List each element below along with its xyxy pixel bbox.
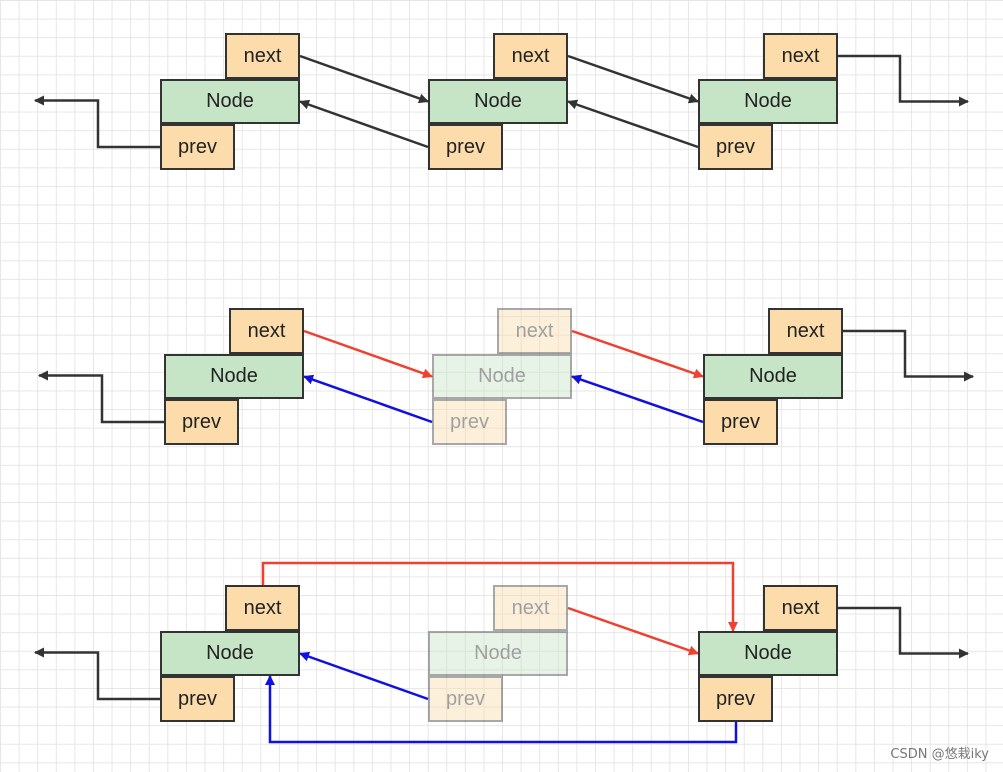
next-pointer-box: next [225,585,300,631]
boundary-arrow-left [34,95,160,149]
node-box: Node [698,631,838,676]
next-pointer-box: next [229,308,304,354]
next-link-arrow [303,329,433,379]
next-pointer-box: next [493,33,568,79]
next-pointer-box: next [763,585,838,631]
boundary-arrow-right [838,54,969,107]
node-box: Node [160,79,300,124]
prev-pointer-box: prev [703,399,778,445]
next-link-arrow [299,54,429,104]
node-box: Node [428,631,568,676]
prev-pointer-box: prev [164,399,239,445]
node-box: Node [428,79,568,124]
prev-link-arrow [303,374,433,424]
prev-link-arrow [571,374,704,424]
next-pointer-box: next [763,33,838,79]
next-link-arrow [567,606,699,656]
node-box: Node [160,631,300,676]
node-box: Node [698,79,838,124]
prev-link-arrow [567,99,699,149]
boundary-arrow-left [34,647,160,701]
prev-link-arrow [299,651,429,701]
node-box: Node [432,354,572,399]
next-pointer-box: next [225,33,300,79]
boundary-arrow-right [838,606,969,659]
prev-pointer-box: prev [428,124,503,170]
prev-pointer-box: prev [160,676,235,722]
prev-pointer-box: prev [698,124,773,170]
next-link-arrow [571,329,704,379]
prev-pointer-box: prev [428,676,503,722]
boundary-arrow-left [38,370,164,424]
next-pointer-box: next [497,308,572,354]
node-box: Node [703,354,843,399]
next-pointer-box: next [493,585,568,631]
prev-pointer-box: prev [432,399,507,445]
next-link-arrow [567,54,699,104]
watermark: CSDN @悠栽iky [890,747,989,762]
prev-pointer-box: prev [698,676,773,722]
prev-link-arrow [299,99,429,149]
bypass-next-arrow [261,561,738,632]
bypass-prev-arrow [265,675,738,744]
next-pointer-box: next [768,308,843,354]
node-box: Node [164,354,304,399]
boundary-arrow-right [843,329,974,382]
prev-pointer-box: prev [160,124,235,170]
